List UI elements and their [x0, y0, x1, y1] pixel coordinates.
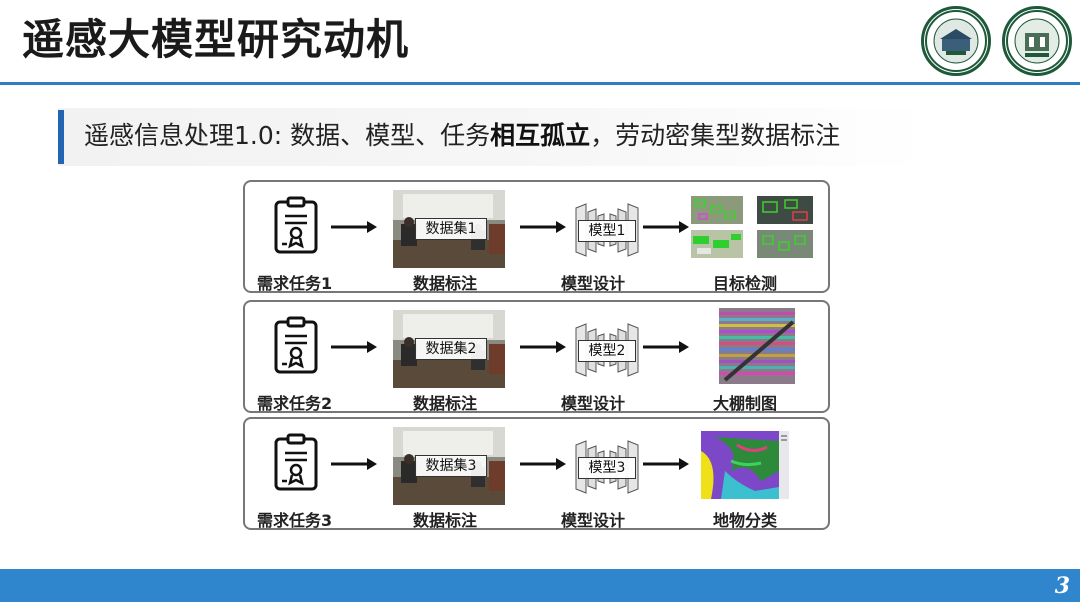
- annotation-photo: 数据集2: [393, 310, 505, 388]
- workflow-panel-3: 数据集3 模型3 需求任务3 数据标注 模型设计 地物分类: [243, 417, 830, 530]
- annotation-photo: 数据集3: [393, 427, 505, 505]
- task-label: 需求任务3: [257, 511, 333, 530]
- dataset-tag: 数据集1: [415, 218, 487, 240]
- subtitle-accent-bar: [58, 110, 64, 164]
- sigma-seal-logo: [1002, 6, 1072, 76]
- result-label: 地物分类: [713, 511, 778, 530]
- arrow-icon: [643, 458, 689, 470]
- arrow-icon: [520, 341, 566, 353]
- annotate-label: 数据标注: [413, 511, 478, 530]
- annotate-label: 数据标注: [413, 274, 478, 293]
- footer-bar: [0, 569, 1080, 602]
- task-document-icon: [274, 196, 318, 254]
- subtitle: 遥感信息处理1.0: 数据、模型、任务相互孤立，劳动密集型数据标注: [84, 116, 840, 156]
- subtitle-band: [58, 108, 928, 166]
- arrow-icon: [331, 221, 377, 233]
- design-label: 模型设计: [561, 394, 626, 413]
- arrow-icon: [520, 458, 566, 470]
- detection-thumbnail: [691, 230, 743, 258]
- model-tag: 模型3: [578, 457, 636, 479]
- task-document-icon: [274, 316, 318, 374]
- model-tag: 模型1: [578, 220, 636, 242]
- subtitle-bold: 相互孤立: [490, 121, 591, 150]
- subtitle-suffix: ，劳动密集型数据标注: [590, 121, 841, 150]
- land-cover-map-thumbnail: [701, 431, 789, 499]
- annotate-label: 数据标注: [413, 394, 478, 413]
- arrow-icon: [331, 458, 377, 470]
- workflow-panel-1: 数据集1 模型1 需求任务1 数据标注 模型设计 目标检测: [243, 180, 830, 293]
- workflow-panel-2: 数据集2 模型2 需求任务2 数据标注: [243, 300, 830, 413]
- arrow-icon: [643, 221, 689, 233]
- arrow-icon: [331, 341, 377, 353]
- detection-thumbnail: [691, 196, 743, 224]
- arrow-icon: [643, 341, 689, 353]
- dataset-tag: 数据集2: [415, 338, 487, 360]
- task-label: 需求任务1: [257, 274, 333, 293]
- model-tag: 模型2: [578, 340, 636, 362]
- detection-thumbnail: [757, 196, 813, 224]
- annotation-photo: 数据集1: [393, 190, 505, 268]
- page-number: 3: [1054, 573, 1070, 599]
- greenhouse-map-thumbnail: [719, 308, 795, 384]
- arrow-icon: [520, 221, 566, 233]
- detection-thumbnail: [757, 230, 813, 258]
- title-divider: [0, 82, 1080, 85]
- task-label: 需求任务2: [257, 394, 333, 413]
- dataset-tag: 数据集3: [415, 455, 487, 477]
- design-label: 模型设计: [561, 274, 626, 293]
- subtitle-prefix: 遥感信息处理1.0: 数据、模型、任务: [84, 121, 491, 150]
- result-label: 大棚制图: [713, 394, 778, 413]
- design-label: 模型设计: [561, 511, 626, 530]
- result-label: 目标检测: [713, 274, 778, 293]
- university-seal-logo: [921, 6, 991, 76]
- slide-title: 遥感大模型研究动机: [22, 15, 410, 64]
- task-document-icon: [274, 433, 318, 491]
